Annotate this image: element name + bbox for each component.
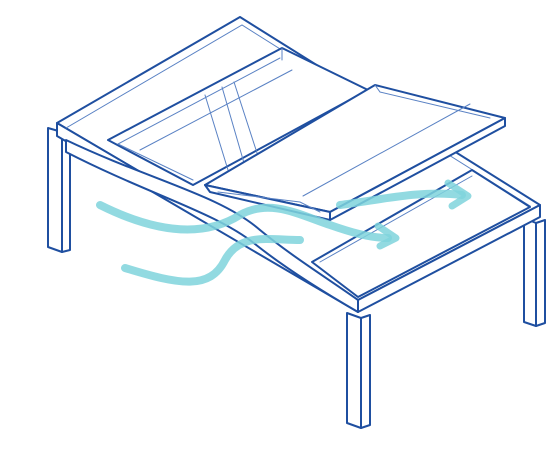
- right-leg: [524, 218, 545, 326]
- front-leg: [347, 313, 370, 428]
